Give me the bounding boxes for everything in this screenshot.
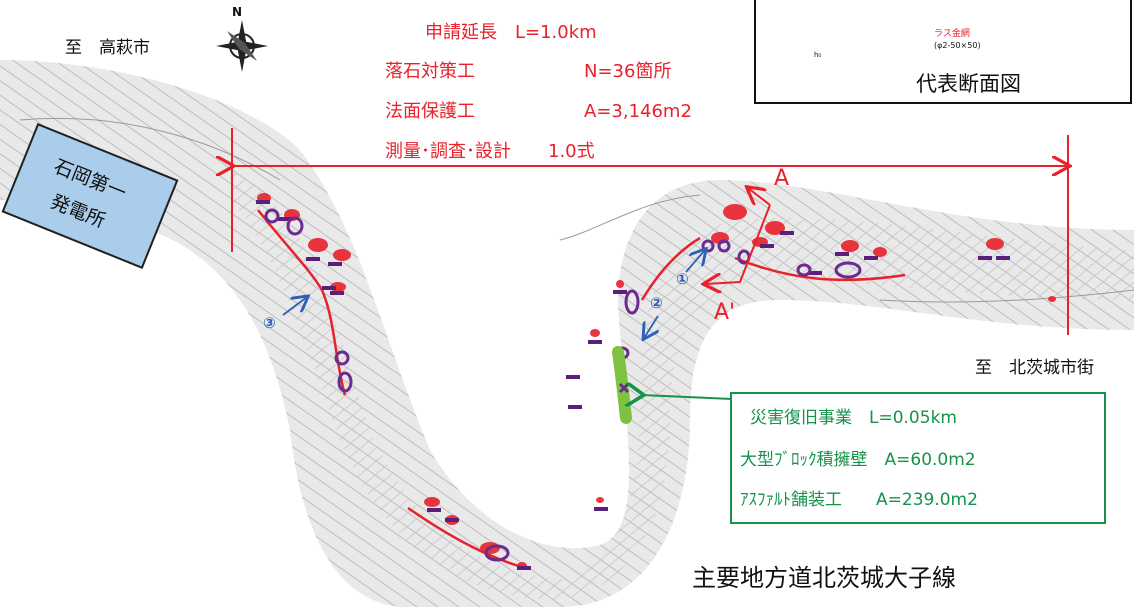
label-to-takahagi: 至 高萩市	[65, 38, 150, 58]
mesh-label: ラス金網	[934, 29, 970, 39]
mesh-spec: (φ2-50×50)	[934, 41, 981, 50]
rockfall-sites	[256, 193, 1056, 570]
section-a-label: A	[774, 166, 790, 191]
view-arrows	[282, 250, 705, 338]
disaster-row-2: 大型ﾌﾞﾛｯｸ積擁壁 A=60.0m2	[740, 450, 976, 470]
label-to-kitaibaraki: 至 北茨城市街	[975, 358, 1094, 378]
disaster-segment	[612, 346, 733, 424]
slope-value: A=3,146m2	[584, 101, 692, 122]
rockfall-label: 落石対策工	[385, 61, 475, 82]
view-point-2: ②	[650, 294, 663, 312]
survey-value: 1.0式	[548, 141, 595, 162]
rockfall-value: N=36箇所	[584, 61, 672, 82]
inset-tiny-label: h₀	[814, 51, 822, 59]
road-name: 主要地方道北茨城大子線	[692, 564, 956, 592]
section-line	[705, 188, 771, 284]
disaster-row-3: ｱｽﾌｧﾙﾄ舗装工 A=239.0m2	[740, 490, 978, 510]
cross-section-inset: ラス金網 (φ2-50×50) h₀ 代表断面図	[754, 0, 1132, 104]
compass-rose-icon	[216, 20, 268, 72]
disaster-recovery-box: 災害復旧事業 L=0.05km 大型ﾌﾞﾛｯｸ積擁壁 A=60.0m2 ｱｽﾌｧ…	[730, 392, 1106, 524]
survey-label: 測量･調査･設計	[385, 141, 511, 162]
inset-title: 代表断面図	[916, 72, 1021, 96]
view-point-3: ③	[263, 314, 276, 332]
project-length: 申請延長 L=1.0km	[425, 22, 597, 43]
slope-label: 法面保護工	[385, 101, 475, 122]
disaster-row-1: 災害復旧事業 L=0.05km	[750, 408, 957, 428]
section-a-prime-label: A'	[714, 300, 736, 325]
extent-line	[232, 128, 1068, 335]
terrain	[0, 60, 1134, 607]
view-point-1: ①	[676, 270, 689, 288]
compass-north-label: N	[232, 5, 243, 19]
